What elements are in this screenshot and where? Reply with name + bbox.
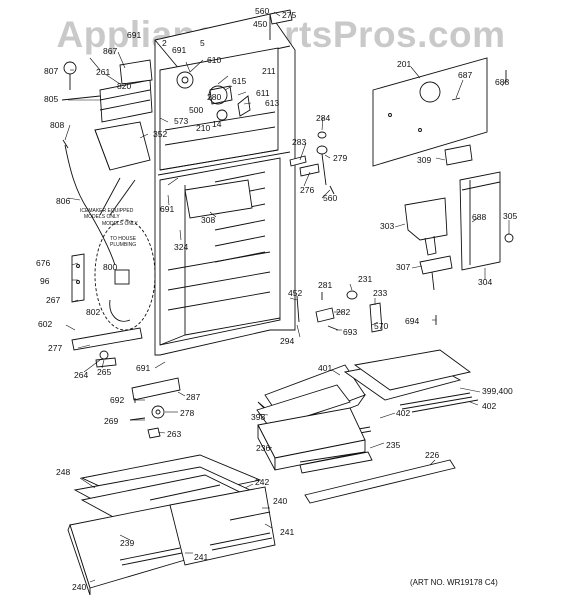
- part-label: 283: [292, 137, 306, 147]
- part-label: 265: [97, 367, 111, 377]
- part-240-right: [169, 486, 276, 566]
- part-label: 694: [405, 316, 419, 326]
- part-label: 294: [280, 336, 294, 346]
- part-label: 676: [36, 258, 50, 268]
- part-label: 248: [56, 467, 70, 477]
- part-label: 241: [280, 527, 294, 537]
- plumbing-note-2: PLUMBING: [110, 242, 136, 248]
- part-398: [256, 384, 351, 429]
- part-label: 399,400: [482, 386, 513, 396]
- part-label: 687: [458, 70, 472, 80]
- part-label: 279: [333, 153, 347, 163]
- part-label: 264: [74, 370, 88, 380]
- part-label: 278: [180, 408, 194, 418]
- part-label: 309: [417, 155, 431, 165]
- part-label: 281: [318, 280, 332, 290]
- part-label: 287: [186, 392, 200, 402]
- part-label: 398: [251, 412, 265, 422]
- part-label: 201: [397, 59, 411, 69]
- part-label: 806: [56, 196, 70, 206]
- part-label: 269: [104, 416, 118, 426]
- part-label: 235: [386, 440, 400, 450]
- part-label: 802: [86, 307, 100, 317]
- part-label: 263: [167, 429, 181, 439]
- part-label: 240: [273, 496, 287, 506]
- part-label: 450: [253, 19, 267, 29]
- art-number: (ART NO. WR19178 C4): [410, 578, 498, 587]
- part-label: 5: [200, 38, 205, 48]
- part-label: 308: [201, 215, 215, 225]
- part-label: 452: [288, 288, 302, 298]
- part-label: 284: [316, 113, 330, 123]
- part-label: 241: [194, 552, 208, 562]
- part-labels: 560 275 450 691 2 5 610 867 691 261 807 …: [36, 6, 517, 592]
- part-label: 560: [323, 193, 337, 203]
- part-label: 242: [255, 477, 269, 487]
- part-label: 693: [343, 327, 357, 337]
- part-label: 210: [196, 123, 210, 133]
- icemaker-note-3: MODELS ONLY: [102, 221, 138, 227]
- part-307: [419, 255, 453, 275]
- part-label: 275: [282, 10, 296, 20]
- part-label: 305: [503, 211, 517, 221]
- part-label: 307: [396, 262, 410, 272]
- part-label: 304: [478, 277, 492, 287]
- part-label: 280: [207, 92, 221, 102]
- part-label: 226: [425, 450, 439, 460]
- part-label: 282: [336, 307, 350, 317]
- part-label: 691: [136, 363, 150, 373]
- part-label: 402: [396, 408, 410, 418]
- part-label: 573: [174, 116, 188, 126]
- plumbing-note-1: TO HOUSE: [110, 236, 137, 242]
- part-label: 610: [207, 55, 221, 65]
- part-label: 96: [40, 276, 50, 286]
- part-label: 231: [358, 274, 372, 284]
- part-label: 808: [50, 120, 64, 130]
- part-label: 211: [262, 66, 276, 76]
- part-label: 688: [472, 212, 486, 222]
- icemaker-note-1: ICEMAKER EQUIPPED: [80, 208, 134, 214]
- part-label: 277: [48, 343, 62, 353]
- part-label: 500: [189, 105, 203, 115]
- part-label: 236: [256, 443, 270, 453]
- part-label: 2: [162, 38, 167, 48]
- part-label: 615: [232, 76, 246, 86]
- part-label: 613: [265, 98, 279, 108]
- part-label: 276: [300, 185, 314, 195]
- icemaker-note-2: MODELS ONLY: [84, 214, 120, 220]
- part-label: 688: [495, 77, 509, 87]
- part-label: 820: [117, 81, 131, 91]
- part-label: 691: [172, 45, 186, 55]
- part-label: 691: [160, 204, 174, 214]
- part-201-panel: [372, 57, 488, 167]
- part-label: 560: [255, 6, 269, 16]
- part-label: 692: [110, 395, 124, 405]
- part-label: 691: [127, 30, 141, 40]
- part-label: 807: [44, 66, 58, 76]
- part-label: 14: [212, 119, 222, 129]
- part-label: 324: [174, 242, 188, 252]
- part-label: 800: [103, 262, 117, 272]
- part-label: 570: [374, 321, 388, 331]
- part-label: 239: [120, 538, 134, 548]
- part-label: 352: [153, 129, 167, 139]
- part-226: [304, 459, 456, 504]
- part-label: 233: [373, 288, 387, 298]
- part-label: 611: [256, 88, 270, 98]
- part-303: [404, 197, 448, 241]
- part-label: 267: [46, 295, 60, 305]
- part-308-cover: [184, 179, 253, 219]
- part-label: 402: [482, 401, 496, 411]
- part-label: 805: [44, 94, 58, 104]
- part-label: 401: [318, 363, 332, 373]
- part-label: 261: [96, 67, 110, 77]
- part-label: 867: [103, 46, 117, 56]
- part-label: 602: [38, 319, 52, 329]
- icemaker-assembly: [94, 59, 251, 171]
- part-label: 240: [72, 582, 86, 592]
- part-label: 303: [380, 221, 394, 231]
